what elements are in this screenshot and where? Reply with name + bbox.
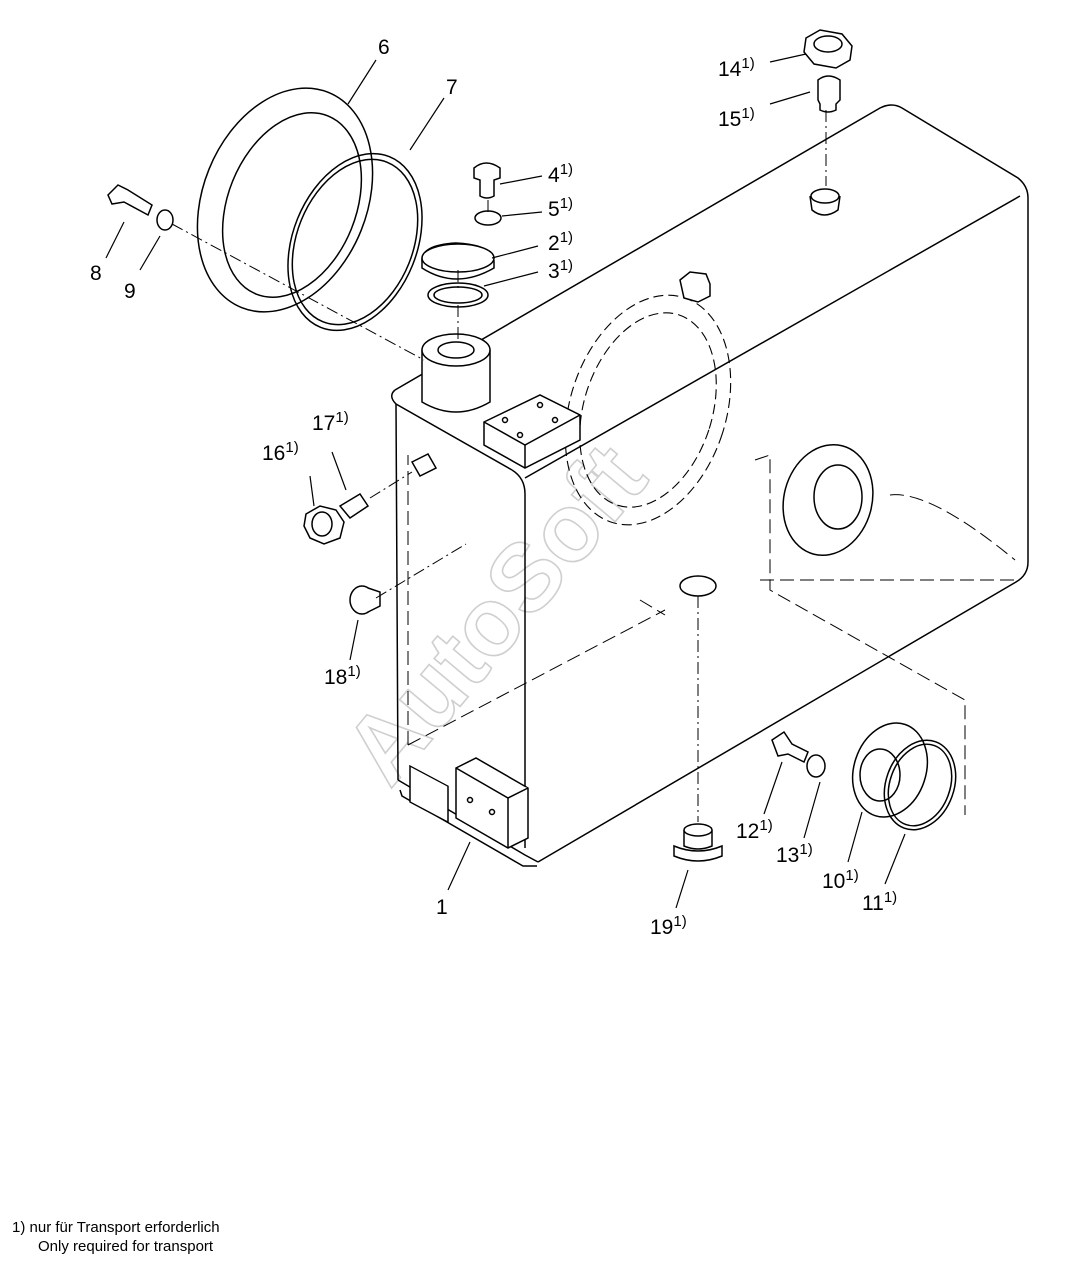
part-14-nut	[803, 29, 853, 69]
callout-16: 161)	[262, 439, 299, 465]
tank-body	[391, 104, 1029, 867]
callout-7: 7	[446, 76, 458, 99]
footnote-text-en: Only required for transport	[38, 1238, 214, 1255]
filler-neck	[421, 333, 491, 413]
footnote-line-en: Only required for transport	[12, 1237, 220, 1256]
callout-19: 191)	[650, 913, 687, 939]
callout-6: 6	[378, 36, 390, 59]
part-18-plug	[349, 585, 381, 615]
part-13-washer	[806, 754, 826, 778]
part-17-nipple	[338, 492, 370, 519]
callout-9: 9	[124, 280, 136, 303]
part-6-flange	[196, 87, 374, 313]
part-8-bolt	[107, 184, 153, 217]
callout-3: 31)	[548, 257, 573, 283]
callout-13: 131)	[776, 841, 813, 867]
callout-17: 171)	[312, 409, 349, 435]
part-7-o-ring	[287, 152, 423, 332]
part-19-drain-plug	[673, 823, 723, 862]
hidden-lines	[407, 454, 1016, 815]
watermark-text: AutoSoft	[324, 424, 666, 803]
top-fitting	[809, 188, 841, 216]
assembly-centerlines	[171, 110, 827, 822]
part-16-nut	[303, 505, 345, 545]
side-round-flange	[782, 443, 874, 557]
bottom-blocks	[409, 757, 529, 849]
footnote: 1) nur für Transport erforderlich Only r…	[12, 1218, 220, 1256]
part-4-bolt	[473, 162, 501, 199]
callout-14: 141)	[718, 55, 755, 81]
part-9-washer	[156, 209, 174, 231]
top-block	[483, 394, 581, 469]
footnote-marker: 1)	[12, 1219, 26, 1236]
callout-labels: 1 21) 31) 41) 51) 6 7 8 9 101) 111) 121)…	[90, 36, 897, 939]
footnote-text-de: nur für Transport erforderlich	[29, 1219, 220, 1236]
callout-2: 21)	[548, 229, 573, 255]
callout-5: 51)	[548, 195, 573, 221]
part-5-washer	[474, 210, 502, 226]
callout-8: 8	[90, 262, 102, 285]
part-2-cover	[421, 242, 495, 280]
callout-12: 121)	[736, 817, 773, 843]
drain-port	[679, 575, 717, 597]
part-11-o-ring	[883, 739, 957, 831]
callout-18: 181)	[324, 663, 361, 689]
top-nut	[679, 271, 711, 303]
callout-10: 101)	[822, 867, 859, 893]
callout-1: 1	[436, 896, 448, 919]
part-12-bolt	[771, 730, 809, 764]
callout-15: 151)	[718, 105, 755, 131]
callout-4: 41)	[548, 161, 573, 187]
footnote-line-de: 1) nur für Transport erforderlich	[12, 1218, 220, 1237]
leader-lines	[105, 53, 906, 909]
side-fitting	[410, 453, 438, 477]
callout-11: 111)	[862, 889, 897, 915]
part-15-nipple	[817, 75, 841, 113]
